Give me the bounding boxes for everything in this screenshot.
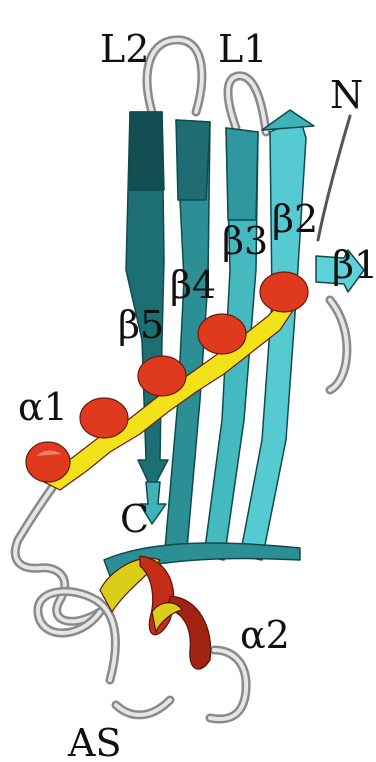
label-c-terminus: C <box>120 497 149 541</box>
label-as: AS <box>67 721 121 762</box>
label-beta2: β2 <box>272 197 318 241</box>
n-terminal-tail <box>318 116 350 240</box>
label-beta3: β3 <box>222 219 268 263</box>
label-l1: L1 <box>218 27 267 71</box>
label-alpha2: α2 <box>240 613 290 657</box>
label-alpha1: α1 <box>18 385 68 429</box>
label-beta1: β1 <box>332 243 376 287</box>
label-beta5: β5 <box>118 303 164 347</box>
label-beta4: β4 <box>170 263 216 307</box>
label-l2: L2 <box>100 27 149 71</box>
label-n-terminus: N <box>330 73 363 117</box>
